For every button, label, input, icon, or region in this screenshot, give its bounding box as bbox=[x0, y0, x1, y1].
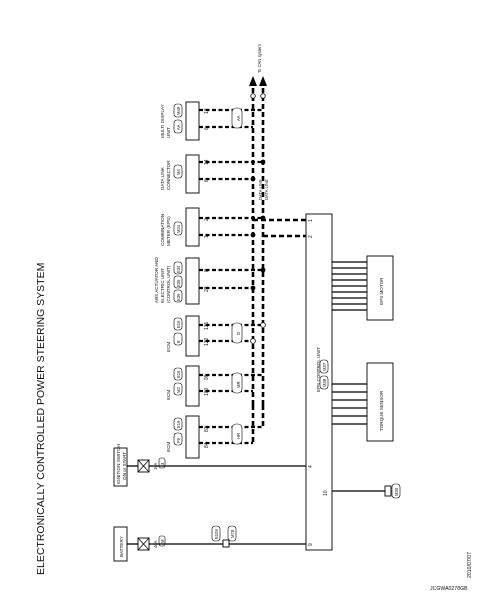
eps-pin-can-h: 1 bbox=[308, 219, 314, 222]
eps-unit-label: EPS CONTROL UNIT bbox=[316, 347, 321, 392]
ecm-2-pin-2: 99 bbox=[204, 374, 210, 380]
ecm-3-label: ECM bbox=[166, 342, 171, 352]
eps-pin-gnd: 10 bbox=[323, 490, 329, 496]
ecm-1-pin-2: 83 bbox=[204, 426, 210, 432]
ecm-3-c2: E bbox=[176, 340, 181, 343]
ecm-3-block: ECM E16 E 132 131 D bbox=[166, 315, 266, 357]
can-note: To CAN system bbox=[257, 44, 262, 73]
eps-pin-ign: 4 bbox=[308, 465, 314, 468]
eps-motor-block: EPS MOTOR bbox=[332, 255, 394, 321]
ecm-2-block: ECM E16 M2 100 99 MR bbox=[166, 365, 263, 407]
ecm-2-junction: MR bbox=[236, 381, 241, 388]
can-arrow-icon bbox=[249, 76, 257, 86]
combination-meter-label-1: COMBINATION bbox=[160, 214, 165, 246]
multi-display-label-2: UNIT bbox=[166, 127, 171, 138]
combination-meter-pin-1: 1 bbox=[204, 235, 210, 238]
combination-meter-conn: M24 bbox=[176, 224, 181, 233]
multi-display-pin-1: 6 bbox=[204, 127, 210, 130]
data-link-label-2: CONNECTOR bbox=[166, 160, 171, 190]
ecm-3-junction: D bbox=[236, 332, 241, 335]
battery-block: BATTERY 40A M bbox=[113, 526, 306, 562]
diagram-code: JCGWA0278GB bbox=[430, 586, 468, 592]
eps-pin-bat: 9 bbox=[308, 543, 314, 546]
ground-block: M30 bbox=[332, 483, 401, 499]
abs-label-2: ELECTRIC UNIT bbox=[160, 268, 165, 303]
ecm-1-c1: E16 bbox=[176, 420, 181, 428]
multi-display-c2: AA bbox=[176, 124, 181, 130]
abs-label-1: ABS ACTUATOR AND bbox=[154, 257, 159, 303]
eps-control-unit: EPS CONTROL UNIT M37 M38 4 9 10 1 2 bbox=[305, 213, 333, 551]
abs-label-3: (CONTROL UNIT) bbox=[166, 265, 171, 303]
eps-unit-conn2: M38 bbox=[322, 378, 327, 387]
eps-motor-label: EPS MOTOR bbox=[379, 277, 384, 305]
multi-display-junction: AA bbox=[236, 115, 241, 121]
diagram-title: ELECTRONICALLY CONTROLLED POWER STEERING… bbox=[35, 263, 47, 575]
joint-connector: E109 M78 bbox=[211, 525, 237, 548]
can-bus: To CAN system DATA LINE DATA LINE bbox=[249, 44, 306, 408]
data-link-conn: M4 bbox=[176, 169, 181, 175]
abs-c3: E36 bbox=[176, 293, 181, 301]
ground-icon bbox=[384, 485, 392, 497]
ecm-1-label: ECM bbox=[166, 442, 171, 452]
data-link-pin-1: 6 bbox=[204, 179, 210, 182]
joint-conn: M78 bbox=[230, 529, 235, 538]
abs-c1: E34 bbox=[176, 265, 181, 273]
multi-display-c1: M49 bbox=[176, 106, 181, 115]
multi-display-pin-2: 12 bbox=[204, 108, 210, 114]
torque-sensor-block: TORQUE SENSOR bbox=[332, 362, 394, 442]
ecm-2-c1: E16 bbox=[176, 370, 181, 378]
battery-fuse-id: M bbox=[160, 539, 165, 543]
multi-display-label-1: MULTI DISPLAY bbox=[160, 104, 165, 138]
joint-id: E109 bbox=[214, 529, 219, 539]
data-link-label-1: DATA LINK bbox=[160, 166, 165, 190]
data-line-label-1: DATA LINE bbox=[258, 179, 263, 200]
data-line-label-2: DATA LINE bbox=[264, 179, 269, 200]
ignition-fuse-id: 3 bbox=[160, 462, 165, 465]
eps-unit-conn1: M37 bbox=[322, 362, 327, 371]
ecm-1-pin-1: 84 bbox=[204, 442, 210, 448]
multi-display-block: MULTI DISPLAY UNIT M49 AA 6 12 AA bbox=[160, 101, 263, 141]
ignition-label-2: ON or START bbox=[122, 452, 127, 480]
ecm-2-c2: M2 bbox=[176, 387, 181, 393]
ecm-2-label: ECM bbox=[166, 390, 171, 400]
combination-meter-label-2: METER (EPS) bbox=[166, 216, 171, 246]
ecm-3-c1: E16 bbox=[176, 320, 181, 328]
ignition-block: IGNITION SWITCH ON or START 10A 3 bbox=[113, 444, 306, 487]
abs-pin-1: 22 bbox=[204, 286, 210, 292]
combination-meter-pin-2: 2 bbox=[204, 218, 210, 221]
ecm-1-c2: F9 bbox=[176, 437, 181, 443]
ignition-label-1: IGNITION SWITCH bbox=[116, 444, 121, 484]
ecm-1-block: ECM E16 F9 84 83 HR bbox=[166, 405, 265, 459]
abs-block: ABS ACTUATOR AND ELECTRIC UNIT (CONTROL … bbox=[154, 257, 266, 305]
abs-c2: E35 bbox=[176, 279, 181, 287]
diagram-date: 2010/07/07 bbox=[467, 552, 473, 578]
torque-sensor-label: TORQUE SENSOR bbox=[379, 390, 384, 431]
ground-id: M30 bbox=[394, 487, 399, 496]
eps-pin-can-l: 2 bbox=[308, 235, 314, 238]
can-arrow-icon bbox=[259, 76, 267, 86]
ecm-1-junction: HR bbox=[236, 433, 241, 439]
battery-label: BATTERY bbox=[119, 536, 124, 557]
combination-meter-block: COMBINATION METER (EPS) M24 1 2 bbox=[160, 207, 266, 247]
data-link-block: DATA LINK CONNECTOR M4 6 14 bbox=[160, 154, 266, 194]
